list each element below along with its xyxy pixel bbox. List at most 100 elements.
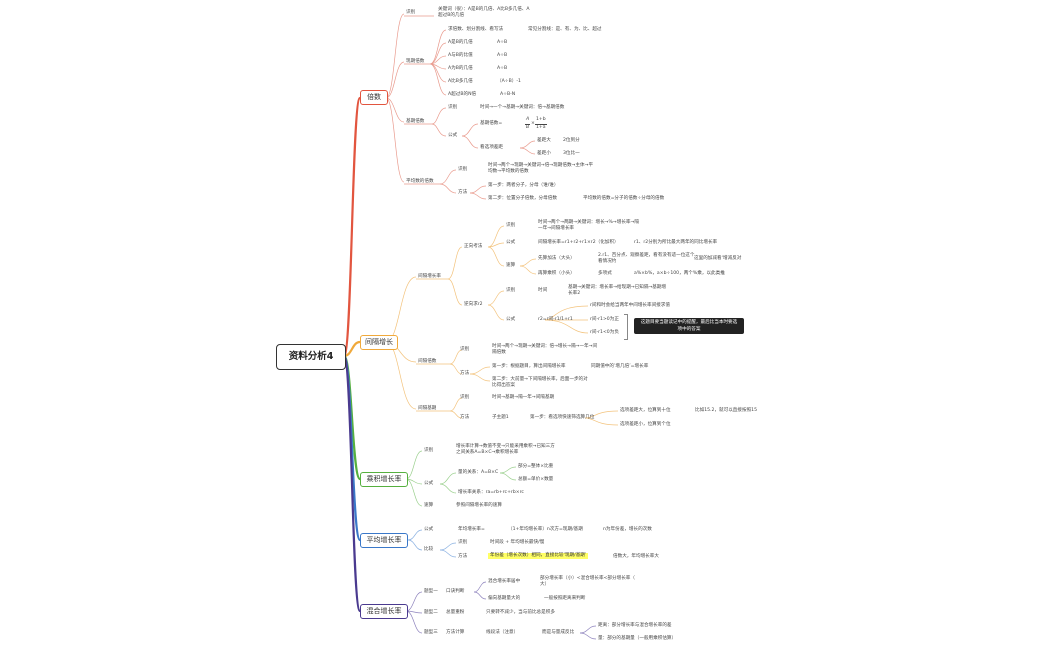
node-b2-jgjl[interactable]: 间隔基期 — [418, 406, 437, 411]
node-b2-jl-shibie[interactable]: 识别 — [460, 395, 470, 400]
node-b1-xq1[interactable]: 求倍数、划分割线、看写法 — [448, 27, 504, 32]
node-b1-xq1a: 常见分割线：是、有、为、比、超过 — [528, 27, 602, 32]
node-b2-zx-ss1a: 2.r1、百分点、观察差距，看有没有适一位这个 — [598, 253, 695, 258]
node-b2-jl-fangfa[interactable]: 方法 — [460, 415, 470, 420]
callout-note: 这题目要当题读记中的提醒，最后比当本时要选 项中的答案 — [634, 318, 744, 334]
node-b4-gongshi[interactable]: 公式 — [424, 527, 434, 532]
node-b1-xq4[interactable]: A为B的几倍 — [448, 66, 473, 71]
node-b4-bj-shibie[interactable]: 识别 — [458, 540, 468, 545]
node-b1-jq-bz1a: 2位到分 — [563, 138, 580, 143]
node-b3-susuan[interactable]: 速算 — [424, 503, 434, 508]
node-b2-jl-ff1[interactable]: 子主题1 — [492, 415, 509, 420]
node-b1-pj-fangfa[interactable]: 方法 — [458, 190, 468, 195]
node-b4-gongshi-t3: n为年份差，增长的次数 — [603, 527, 652, 532]
node-b2-jl-shibie-t: 时间→基期→隔一年→间隔基期 — [492, 395, 555, 400]
node-b1-pj-ff2[interactable]: 第二步：位置分子倍数，分母倍数 — [488, 196, 557, 201]
node-b2-bs-shibie-t1: 时间→两个→现期→关键词：倍→增长→隔→一年→间 — [492, 344, 598, 349]
node-b5-q2[interactable]: 题型二 — [424, 610, 438, 615]
node-b1-xq2[interactable]: A是B的几倍 — [448, 40, 473, 45]
node-b5-q3c1: 距离：部分增长率与混合增长率的差 — [598, 623, 672, 628]
node-b2-zx-ss2a: 多项式 — [598, 271, 612, 276]
node-b5-q3c[interactable]: 而是与量成反比 — [542, 630, 575, 635]
node-b4-bj-fangfa[interactable]: 方法 — [458, 554, 468, 559]
node-b2-nx-gongshi-t: r2=r间-r1/1+r1 — [538, 317, 573, 322]
node-b5-q1[interactable]: 题型一 — [424, 589, 438, 594]
node-b3-shibie[interactable]: 识别 — [424, 448, 434, 453]
node-b4-bj-shibie-t: 时间段 + 年均增长最快/慢 — [490, 540, 545, 545]
node-b1-xq2a: A÷B — [497, 40, 508, 45]
root-node[interactable]: 资料分析4 — [276, 344, 346, 370]
node-b2-nx-shibie-t2: 长率2 — [568, 291, 581, 296]
node-b4-bj-fangfa-a: 倍数大，年均增长率大 — [613, 554, 659, 559]
formula-fraction-den: 1+a — [536, 125, 546, 130]
node-b2-bs-shibie-t2: 隔倍数 — [492, 350, 506, 355]
branch-mixed-growth[interactable]: 混合增长率 — [360, 604, 408, 619]
node-b2-bs-shibie[interactable]: 识别 — [460, 347, 470, 352]
node-b4-bj-fangfa-highlight: 年份差（增长次数）相同，直接比较‘现期/基期’ — [488, 553, 589, 559]
node-b2-zx-shibie[interactable]: 识别 — [506, 223, 516, 228]
branch-average-growth[interactable]: 平均增长率 — [360, 533, 408, 548]
node-b1-jiqi[interactable]: 基期倍数 — [406, 119, 425, 124]
node-b3-susuan-t: 参照间隔增长率的速算 — [456, 503, 502, 508]
node-b2-jgzzl[interactable]: 间隔增长率 — [418, 274, 441, 279]
node-b2-zx-ss2[interactable]: 再算乘积（小头） — [538, 271, 575, 276]
node-b2-zx-susuan[interactable]: 速算 — [506, 263, 516, 268]
node-b2-zx-ss1b: 看情况约 — [598, 259, 617, 264]
branch-multiple[interactable]: 倍数 — [360, 90, 388, 105]
node-b1-xq4a: A÷B — [497, 66, 508, 71]
node-b5-q1a2[interactable]: 偏向基期量大的 — [488, 596, 521, 601]
node-b1-xq5a: （A÷B）-1 — [497, 79, 521, 84]
node-b5-q2a[interactable]: 总量重粉 — [446, 610, 465, 615]
node-b1-xianqi[interactable]: 现期倍数 — [406, 59, 425, 64]
node-b1-jq-gongshi[interactable]: 公式 — [448, 133, 458, 138]
node-b3-gs1[interactable]: 量的关系：A=B×C — [458, 470, 499, 475]
node-b2-bs-fangfa[interactable]: 方法 — [460, 371, 470, 376]
node-b5-q1a2a: 一般按照距离来判断 — [544, 596, 586, 601]
node-b1-xq5[interactable]: A比B多几倍 — [448, 79, 473, 84]
node-b1-pj-shibie[interactable]: 识别 — [458, 167, 468, 172]
node-b2-bs-ff1a: 同期值中的’增几倍’=增长率 — [591, 364, 649, 369]
node-b5-q3b[interactable]: 线段法（注意） — [486, 630, 519, 635]
node-b2-jl-ff4[interactable]: 选项差距小，位算到个位 — [620, 422, 671, 427]
branch-product-growth[interactable]: 乘积增长率 — [360, 472, 408, 487]
node-b2-jl-ff3[interactable]: 选项差距大，位算到十位 — [620, 408, 671, 413]
node-b5-q1a1[interactable]: 混合增长率居中 — [488, 579, 521, 584]
node-b1-jq-bz2[interactable]: 差距小 — [537, 151, 551, 156]
node-b2-bs-ff1[interactable]: 第一步：根据题目，算出间隔增长率 — [492, 364, 566, 369]
branch-interval-growth[interactable]: 间隔增长 — [360, 335, 398, 350]
node-b4-bijiao[interactable]: 比较 — [424, 547, 434, 552]
node-b2-nixiang[interactable]: 逆向求r2 — [464, 302, 483, 307]
node-b1-xq3a: A÷B — [497, 53, 508, 58]
node-b2-jl-ff2[interactable]: 第一步：看选项快速筛选算几位 — [530, 415, 595, 420]
node-b1-pj-ff1[interactable]: 第一步：两者分子，分母（谁/谁） — [488, 183, 559, 188]
node-b2-zx-gongshi[interactable]: 公式 — [506, 240, 516, 245]
node-b5-q3c2: 量：部分的基期量（一般用乘积估算） — [598, 636, 677, 641]
node-b2-jgbs[interactable]: 间隔倍数 — [418, 359, 437, 364]
node-b1-jq-biaozhun[interactable]: 看选项差距 — [480, 145, 503, 150]
node-b3-gongshi[interactable]: 公式 — [424, 481, 434, 486]
node-b1-xq3[interactable]: A与B的比值 — [448, 53, 473, 58]
node-b1-shibie[interactable]: 识别 — [406, 10, 416, 15]
bracket — [624, 314, 628, 340]
node-b1-xq6[interactable]: A超过B的N倍 — [448, 92, 477, 97]
node-b2-zx-shibie-t2: 一年→间隔增长率 — [538, 226, 575, 231]
node-b2-zx-ss1[interactable]: 先算加法（大头） — [538, 256, 575, 261]
node-b1-jq-base[interactable]: 基期倍数= — [480, 121, 503, 126]
node-b1-jq-bz1[interactable]: 差距大 — [537, 138, 551, 143]
node-b1-pj-shibie-t1: 时间→两个→现期→关键词→倍→现期倍数→主体→平 — [488, 163, 594, 168]
node-b2-bs-ff2[interactable]: 第二步：大前量→下间隔增长率，后面一步的对 — [492, 377, 588, 382]
node-b2-zx-ss1c: 这里的加减看‘增减反对 — [694, 256, 742, 261]
node-b2-zx-gongshi-t: 间隔增长率=r1+r2+r1×r2（化加积） — [538, 240, 619, 245]
node-b2-nx-gongshi[interactable]: 公式 — [506, 317, 516, 322]
node-b5-q3a[interactable]: 方法计算 — [446, 630, 465, 635]
node-b3-shibie-t2: 之间关系A=B×C→乘积增长率 — [456, 450, 519, 455]
node-b2-zhengxiang[interactable]: 正向考法 — [464, 244, 483, 249]
node-b2-nx-shibie[interactable]: 识别 — [506, 288, 516, 293]
node-b5-q3[interactable]: 题型三 — [424, 630, 438, 635]
node-b3-gs2[interactable]: 增长率关系：ra=rb+rc+rb×rc — [458, 490, 524, 495]
node-b1-jq-shibie[interactable]: 识别 — [448, 105, 458, 110]
node-b5-q1a1a: 部分增长率（小）<混合增长率<部分增长率（ — [540, 576, 635, 581]
node-b2-jl-ff3a: 比如15.2，就可以直接按照15 — [695, 408, 758, 413]
node-b5-q1a[interactable]: 口诀判断 — [446, 589, 465, 594]
node-b1-pingjun[interactable]: 平均数的倍数 — [406, 179, 434, 184]
